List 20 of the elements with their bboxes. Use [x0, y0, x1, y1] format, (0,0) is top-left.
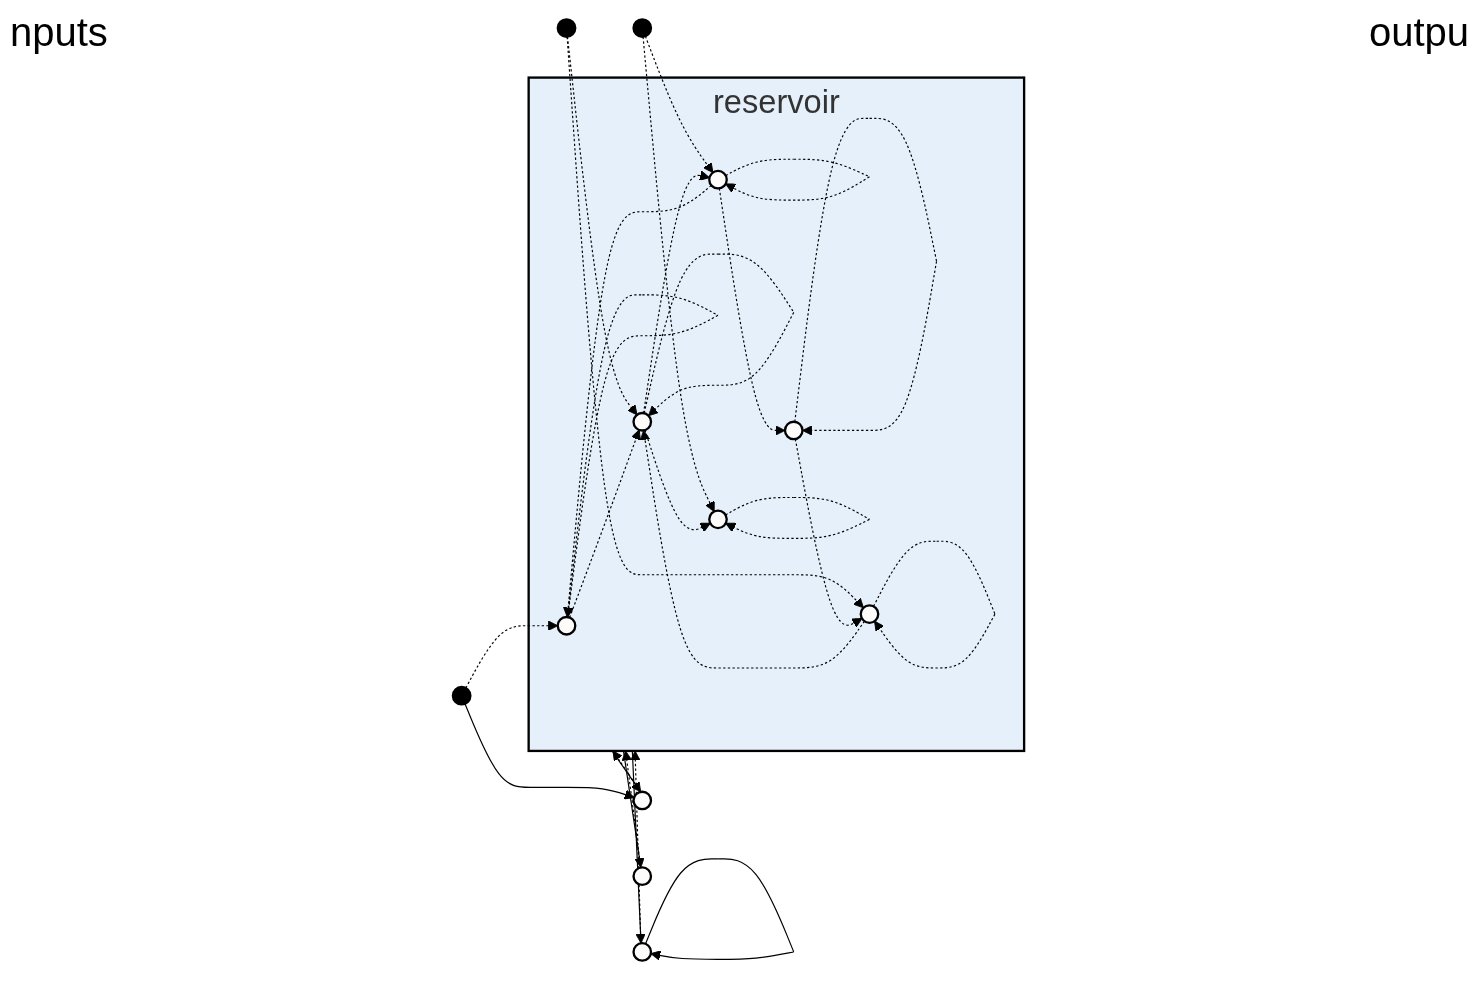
node-circle [632, 790, 653, 811]
node-circle [707, 169, 728, 190]
node-circle [451, 685, 472, 706]
arrow [566, 36, 864, 609]
arrow [644, 35, 714, 174]
arrow [630, 750, 642, 944]
node-circle [859, 604, 880, 624]
node-circle [556, 18, 577, 38]
arrow [568, 429, 641, 619]
node-circle [707, 509, 728, 530]
node-circle [632, 942, 653, 962]
cluster: reservoir [527, 76, 1026, 753]
heading-label: outpu [1368, 10, 1469, 55]
heading-label: nputs [10, 10, 108, 55]
arrow [631, 750, 646, 944]
node-circle [632, 866, 653, 887]
node-circle [632, 411, 653, 432]
node-circle [783, 420, 804, 441]
node-circle [632, 18, 653, 38]
node-circle [556, 615, 577, 636]
